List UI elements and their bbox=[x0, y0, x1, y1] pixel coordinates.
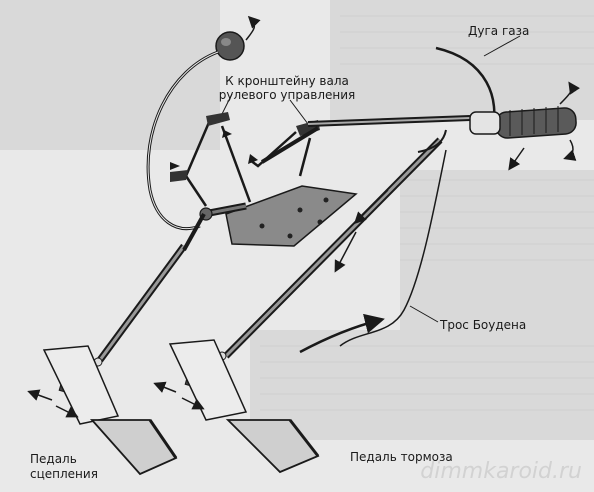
pedal-motion-arrows bbox=[27, 381, 205, 418]
mounting-plate bbox=[225, 185, 358, 247]
clutch-rod bbox=[97, 213, 206, 363]
label-steering-bracket: К кронштейну вала рулевого управления bbox=[210, 74, 364, 102]
pivot-shaft bbox=[199, 202, 247, 221]
label-clutch-line1: Педаль bbox=[30, 452, 77, 466]
motion-arrow-heads bbox=[170, 130, 258, 170]
strut-brackets bbox=[170, 112, 320, 182]
throttle-link-rod bbox=[260, 115, 471, 164]
label-brake-pedal: Педаль тормоза bbox=[350, 450, 453, 464]
steering-bracket-arm bbox=[146, 15, 261, 231]
label-bowden-cable: Трос Боудена bbox=[440, 318, 527, 332]
label-clutch-pedal: Педаль сцепления bbox=[30, 452, 98, 482]
brake-rod bbox=[223, 129, 447, 359]
label-steering-bracket-line1: К кронштейну вала bbox=[225, 74, 349, 88]
label-clutch-line2: сцепления bbox=[30, 467, 98, 481]
watermark: dimmkaroid.ru bbox=[420, 459, 582, 484]
label-throttle-arc: Дуга газа bbox=[468, 24, 530, 38]
clutch-pedal bbox=[42, 345, 178, 476]
brake-pedal bbox=[168, 339, 320, 474]
bowden-cable bbox=[299, 149, 447, 354]
grip-rotation-arrows bbox=[508, 81, 580, 171]
label-steering-bracket-line2: рулевого управления bbox=[218, 88, 356, 102]
throttle-grip bbox=[469, 106, 577, 139]
